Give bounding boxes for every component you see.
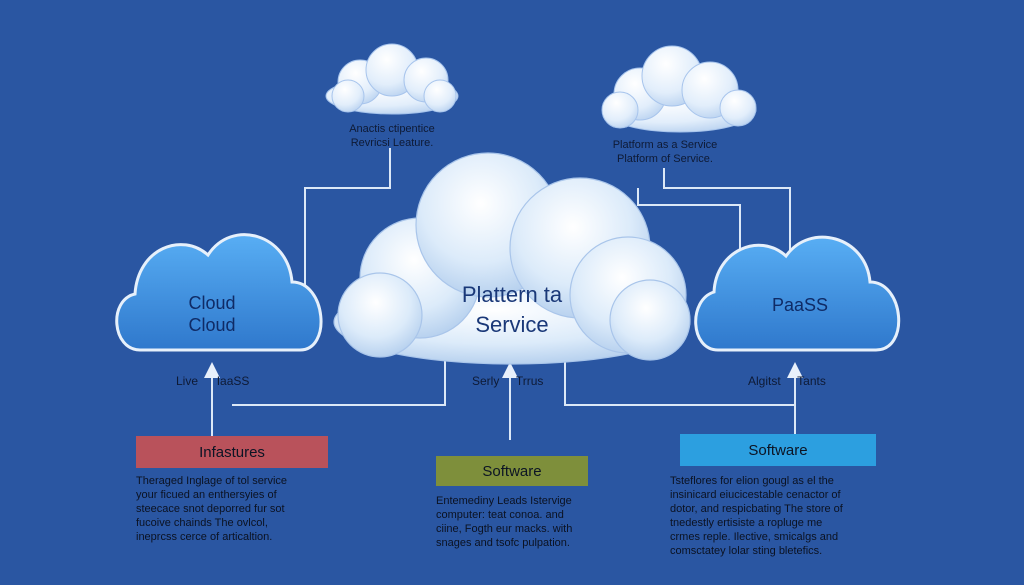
cloud-center bbox=[333, 152, 691, 365]
desc-line: Theraged Inglage of tol service bbox=[136, 475, 288, 487]
arrow-label-center-b: Trrus bbox=[515, 374, 544, 388]
desc-line: tnedestly ertisiste a ropluge me bbox=[670, 517, 823, 529]
arrow-label-center: Serly Trrus bbox=[472, 374, 543, 388]
desc-line: ciine, Fogth eur macks. with bbox=[436, 523, 573, 535]
box-software-right-desc: Tsteflores for elion gougl as el the ins… bbox=[670, 474, 843, 558]
desc-line: steecace snot deporred fur sot bbox=[136, 503, 285, 515]
connector-center-left bbox=[232, 345, 446, 406]
connector-lines bbox=[204, 148, 803, 440]
desc-line: your ficued an enthersyies of bbox=[136, 489, 277, 501]
cloud-top-left bbox=[325, 43, 459, 115]
arrow-label-right-a: Algitst bbox=[748, 374, 781, 388]
arrow-label-right-b: Tants bbox=[797, 374, 826, 388]
desc-line: dotor, and respicbating The store of bbox=[670, 503, 843, 515]
connector-top-left bbox=[304, 148, 391, 300]
box-software-right-title: Software bbox=[748, 441, 808, 459]
box-software-right-header bbox=[680, 434, 876, 466]
label-top-right-line2: Platform of Service. bbox=[617, 153, 713, 165]
arrow-label-left-b: IaaSS bbox=[216, 374, 250, 388]
arrow-label-right: Algitst Tants bbox=[748, 374, 826, 388]
desc-line: ineprcss cerce of articaltion. bbox=[136, 531, 273, 543]
desc-line: computer: teat conoa. and bbox=[436, 509, 564, 521]
box-infrastructure-desc: Theraged Inglage of tol service your fic… bbox=[136, 474, 287, 544]
label-top-left-line1: Anactis ctipentice bbox=[349, 123, 435, 135]
label-top-right: Platform as a Service Platform of Servic… bbox=[590, 138, 740, 166]
cloud-right-line1: PaaSS bbox=[771, 295, 829, 315]
cloud-center-line1: Plattern ta bbox=[461, 282, 563, 307]
cloud-left bbox=[115, 233, 323, 352]
desc-line: snages and tsofc pulpation. bbox=[436, 537, 570, 549]
cloud-left-line1: Cloud bbox=[188, 293, 236, 313]
label-top-right-line1: Platform as a Service bbox=[612, 139, 718, 151]
cloud-top-right bbox=[601, 45, 757, 133]
arrow-label-left: Live IaaSS bbox=[176, 374, 249, 388]
desc-line: crmes reple. Ilective, smicalgs and bbox=[670, 531, 839, 543]
cloud-center-line2: Service bbox=[475, 312, 549, 337]
box-infrastructure-header bbox=[136, 436, 328, 468]
cloud-right-label: PaaSS bbox=[740, 294, 860, 316]
label-top-left: Anactis ctipentice Revricsi Leature. bbox=[322, 122, 462, 150]
desc-line: Tsteflores for elion gougl as el the bbox=[670, 475, 834, 487]
cloud-right bbox=[694, 235, 901, 352]
box-software-center-title: Software bbox=[482, 462, 542, 480]
box-software-center-header bbox=[436, 456, 588, 486]
cloud-left-line2: Cloud bbox=[188, 315, 236, 335]
connector-center-right bbox=[564, 345, 795, 406]
cloud-left-label: Cloud Cloud bbox=[152, 292, 272, 336]
cloud-center-label: Plattern ta Service bbox=[412, 280, 612, 340]
box-software-center-desc: Entemediny Leads Istervige computer: tea… bbox=[436, 494, 572, 550]
arrow-label-center-a: Serly bbox=[472, 374, 500, 388]
label-top-left-line2: Revricsi Leature. bbox=[350, 137, 434, 149]
desc-line: insinicard eiucicestable cenactor of bbox=[670, 489, 841, 501]
box-infrastructure-title: Infastures bbox=[199, 443, 265, 461]
connector-top-right bbox=[663, 168, 791, 268]
desc-line: Entemediny Leads Istervige bbox=[436, 495, 572, 507]
arrow-label-left-a: Live bbox=[176, 374, 199, 388]
desc-line: fucoive chainds The ovlcol, bbox=[136, 517, 268, 529]
connector-right-mid bbox=[637, 188, 741, 268]
desc-line: comsctatey lolar sting bletefics. bbox=[670, 545, 823, 557]
